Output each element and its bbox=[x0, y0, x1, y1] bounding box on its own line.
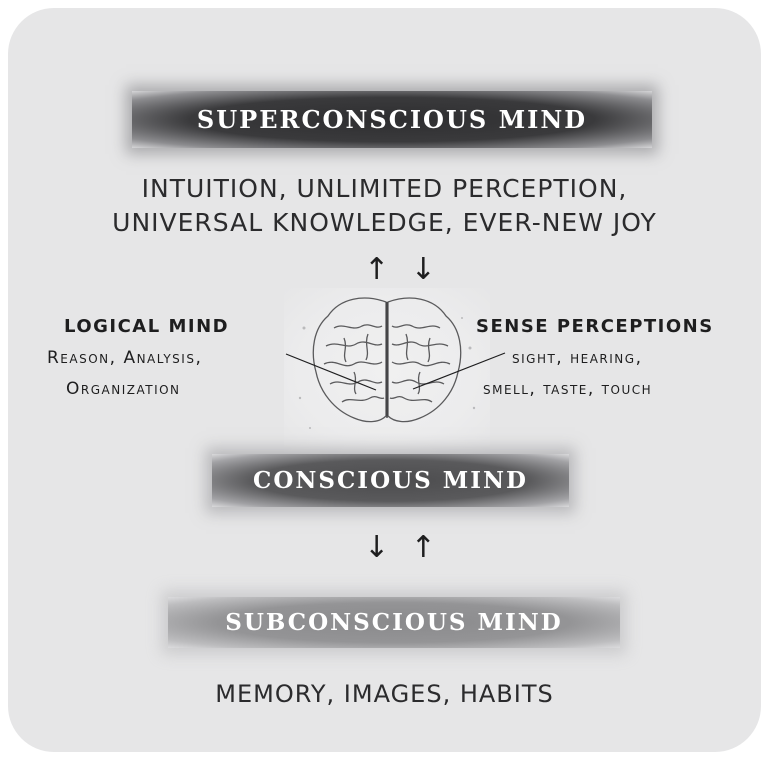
logical-mind-line1: Reason, Analysis, bbox=[47, 348, 203, 368]
sense-perceptions-pointer bbox=[412, 352, 506, 390]
sense-perceptions-title: SENSE PERCEPTIONS bbox=[476, 316, 714, 337]
sense-perceptions-line1: sight, hearing, bbox=[512, 348, 643, 368]
superconscious-desc-line2: UNIVERSAL KNOWLEDGE, EVER-NEW JOY bbox=[112, 208, 657, 237]
conscious-mind-label: CONSCIOUS MIND bbox=[253, 467, 528, 494]
superconscious-desc-line1: INTUITION, UNLIMITED PERCEPTION, bbox=[141, 174, 628, 203]
subconscious-mind-label: SUBCONSCIOUS MIND bbox=[225, 609, 563, 636]
down-up-arrows-icon: ↓ ↑ bbox=[364, 530, 442, 565]
superconscious-mind-label: SUPERCONSCIOUS MIND bbox=[196, 105, 588, 134]
logical-mind-pointer bbox=[285, 353, 377, 391]
superconscious-mind-box: SUPERCONSCIOUS MIND bbox=[132, 91, 652, 148]
conscious-mind-box: CONSCIOUS MIND bbox=[212, 454, 569, 507]
subconscious-desc: MEMORY, IMAGES, HABITS bbox=[215, 680, 554, 708]
brain-sketch-icon bbox=[298, 297, 476, 429]
sense-perceptions-line2: smell, taste, touch bbox=[483, 379, 653, 399]
brain-image bbox=[284, 288, 490, 454]
logical-mind-line2: Organization bbox=[66, 379, 181, 399]
logical-mind-title: LOGICAL MIND bbox=[64, 316, 230, 337]
up-down-arrows-icon: ↑ ↓ bbox=[364, 252, 442, 287]
subconscious-mind-box: SUBCONSCIOUS MIND bbox=[168, 597, 620, 648]
